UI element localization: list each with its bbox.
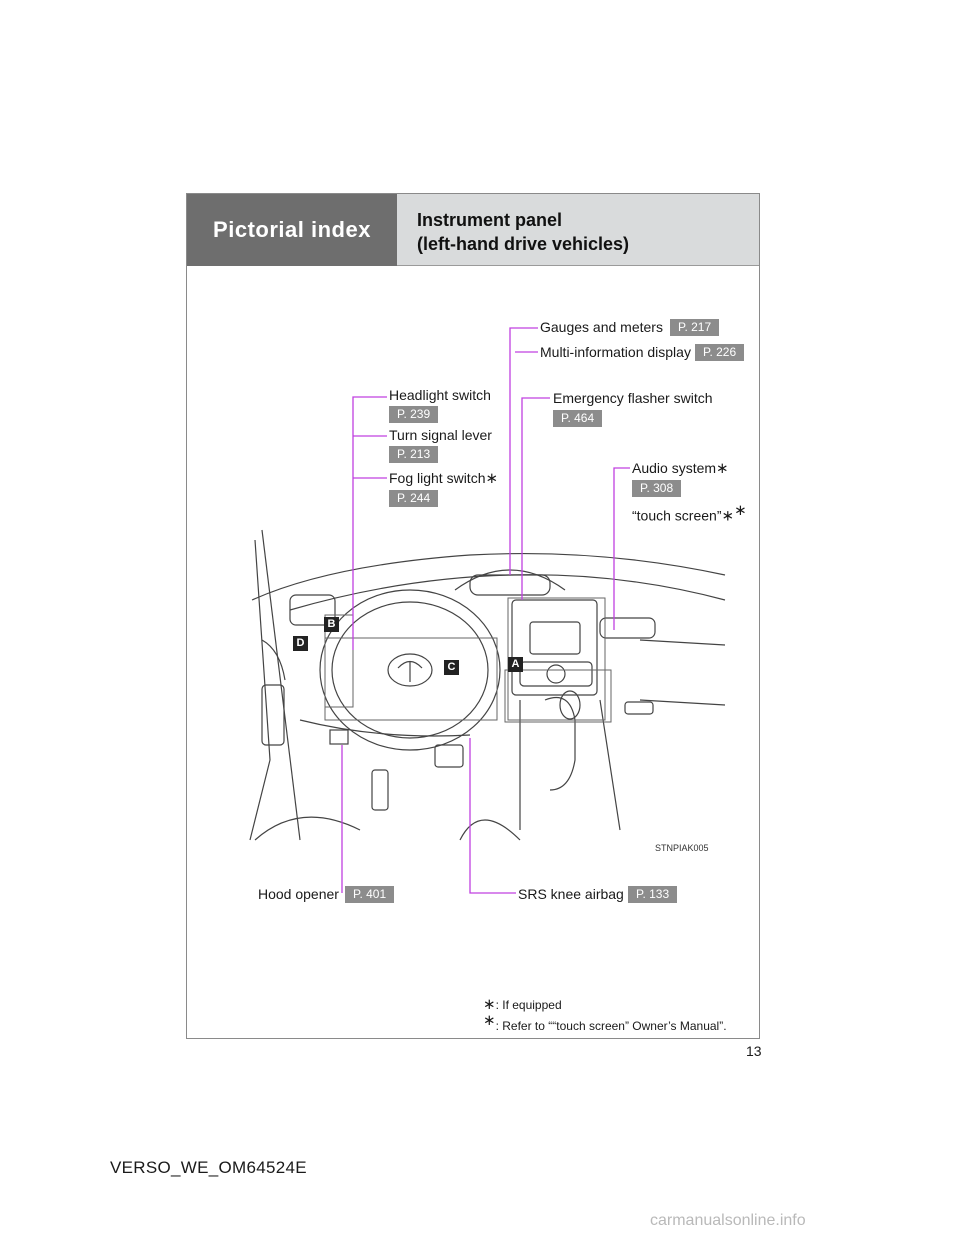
- fog-light-label: Fog light switch∗: [389, 470, 499, 487]
- badge-a: A: [508, 657, 523, 672]
- watermark: carmanualsonline.info: [650, 1212, 806, 1229]
- asterisk-icon: ∗: [485, 470, 499, 487]
- section-title: Pictorial index: [187, 194, 397, 266]
- headlight-page[interactable]: P. 239: [389, 406, 439, 423]
- document-code: VERSO_WE_OM64524E: [110, 1158, 307, 1177]
- srs-page[interactable]: P. 133: [628, 886, 678, 903]
- page-title: Instrument panel (left-hand drive vehicl…: [397, 194, 759, 266]
- page-title-line2: (left-hand drive vehicles): [417, 234, 630, 254]
- asterisk-icon: ∗: [734, 502, 747, 519]
- footnote-touch-screen: ∗: Refer to ““touch screen” Owner’s Manu…: [483, 1012, 727, 1033]
- asterisk-icon: ∗: [721, 507, 735, 525]
- asterisk-icon: ∗: [716, 460, 729, 477]
- page-title-line1: Instrument panel: [417, 210, 563, 230]
- hood-label: Hood opener: [258, 886, 339, 902]
- illustration-code: STNPIAK005: [655, 843, 709, 853]
- badge-d: D: [293, 636, 308, 651]
- headlight-label: Headlight switch: [389, 387, 491, 403]
- audio-page[interactable]: P. 308: [632, 480, 682, 497]
- turn-signal-page[interactable]: P. 213: [389, 446, 439, 463]
- emergency-label: Emergency flasher switch: [553, 390, 713, 406]
- badge-c: C: [444, 660, 459, 675]
- audio-label: Audio system∗: [632, 460, 729, 477]
- hood-page[interactable]: P. 401: [345, 886, 395, 903]
- audio-sub-label: “touch screen”∗∗: [632, 502, 747, 525]
- asterisk-icon: ∗: [483, 996, 496, 1013]
- multi-info-label: Multi-information display: [540, 344, 691, 360]
- gauges-label: Gauges and meters: [540, 319, 663, 335]
- fog-light-page[interactable]: P. 244: [389, 490, 439, 507]
- srs-label: SRS knee airbag: [518, 886, 624, 902]
- index-frame: Pictorial index Instrument panel (left-h…: [186, 193, 760, 1039]
- page-number: 13: [746, 1043, 762, 1059]
- multi-info-page[interactable]: P. 226: [695, 344, 745, 361]
- turn-signal-label: Turn signal lever: [389, 427, 492, 443]
- emergency-page[interactable]: P. 464: [553, 410, 603, 427]
- badge-b: B: [324, 617, 339, 632]
- gauges-page[interactable]: P. 217: [670, 319, 720, 336]
- footnote-if-equipped: ∗: If equipped: [483, 996, 562, 1013]
- asterisk-icon: ∗: [483, 1012, 496, 1029]
